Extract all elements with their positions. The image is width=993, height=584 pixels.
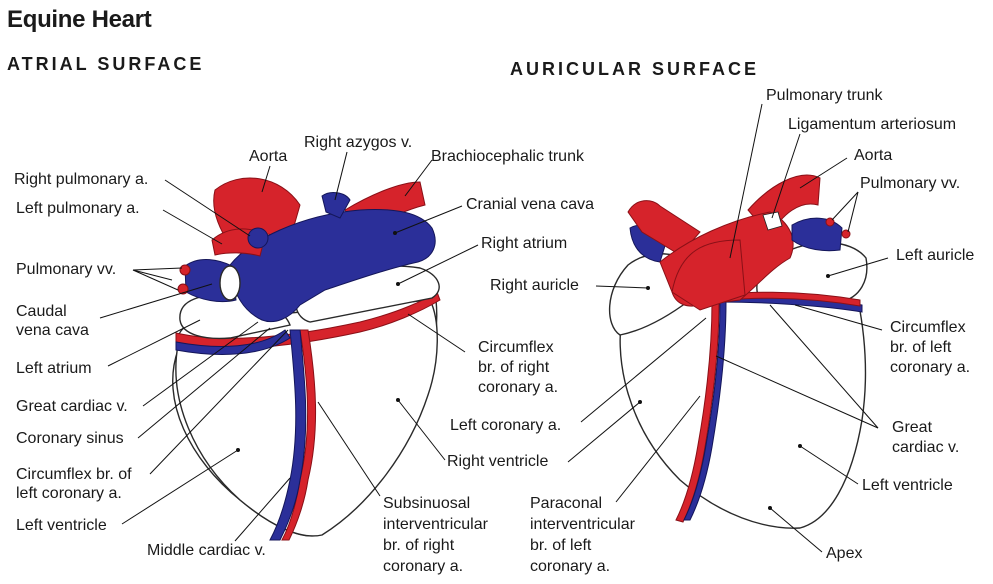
auricular-pv-opening-2 — [841, 229, 851, 239]
label-right-azygos: Right azygos v. — [304, 134, 413, 151]
atrial-leader-lines — [99, 151, 479, 542]
cranial-vena-cava — [229, 209, 436, 323]
label-left-ventricle-atrial: Left ventricle — [16, 517, 107, 534]
label-circumflex-left-auricular-3: coronary a. — [890, 359, 971, 376]
paraconal-vein — [683, 301, 727, 521]
label-aorta-atrial: Aorta — [249, 148, 288, 165]
label-apex: Apex — [826, 545, 863, 562]
right-pulmonary-artery-lumen — [247, 227, 269, 249]
label-left-auricle: Left auricle — [896, 247, 975, 264]
label-paraconal-3: br. of left — [530, 537, 592, 554]
caudal-vena-cava-opening — [219, 265, 241, 301]
label-subsinuosal-2: interventricular — [383, 516, 488, 533]
label-right-atrium: Right atrium — [481, 235, 568, 252]
atrial-coronary-groove-vein — [175, 329, 291, 355]
label-left-ventricle-auricular: Left ventricle — [862, 477, 953, 494]
right-azygos-vein — [321, 192, 351, 219]
label-circumflex-left-1: Circumflex br. of — [16, 466, 132, 483]
label-circumflex-left-auricular-1: Circumflex — [890, 319, 966, 336]
label-paraconal-4: coronary a. — [530, 558, 611, 575]
label-ligamentum-arteriosum: Ligamentum arteriosum — [788, 116, 957, 133]
pulmonary-vein-opening-1 — [179, 264, 191, 276]
auricular-surface-heading: AURICULAR SURFACE — [510, 59, 759, 79]
label-circumflex-left-auricular-2: br. of left — [890, 339, 952, 356]
auricular-leader-lines — [567, 103, 889, 553]
label-cranial-vena-cava: Cranial vena cava — [466, 196, 595, 213]
label-coronary-sinus: Coronary sinus — [16, 430, 124, 447]
label-caudal-vena-cava-1: Caudal — [16, 303, 67, 320]
label-right-ventricle: Right ventricle — [447, 453, 549, 470]
atrial-surface-heading: ATRIAL SURFACE — [7, 54, 205, 74]
label-left-coronary-a: Left coronary a. — [450, 417, 562, 434]
label-pulmonary-vv-atrial: Pulmonary vv. — [16, 261, 117, 278]
label-caudal-vena-cava-2: vena cava — [16, 322, 89, 339]
label-circumflex-right-2: br. of right — [478, 359, 550, 376]
label-left-pulmonary-a: Left pulmonary a. — [16, 200, 140, 217]
page-title: Equine Heart — [7, 6, 152, 33]
auricular-ventricle-body — [619, 294, 867, 529]
label-pulmonary-trunk: Pulmonary trunk — [766, 87, 883, 104]
label-circumflex-left-2: left coronary a. — [16, 485, 122, 502]
label-brachiocephalic-atrial: Brachiocephalic trunk — [431, 148, 584, 165]
label-great-cardiac-atrial: Great cardiac v. — [16, 398, 128, 415]
paraconal-artery — [675, 301, 720, 523]
label-subsinuosal-4: coronary a. — [383, 558, 464, 575]
auricular-surface-heart — [609, 174, 868, 529]
label-left-atrium: Left atrium — [16, 360, 92, 377]
label-subsinuosal-1: Subsinuosal — [383, 495, 471, 512]
label-pulmonary-vv-auricular: Pulmonary vv. — [860, 175, 961, 192]
label-circumflex-right-1: Circumflex — [478, 339, 554, 356]
ligamentum-arteriosum-mark — [762, 211, 783, 231]
label-right-auricle: Right auricle — [490, 277, 579, 294]
pulmonary-trunk-base — [671, 239, 746, 311]
middle-cardiac-vein — [269, 329, 307, 541]
label-middle-cardiac: Middle cardiac v. — [147, 542, 266, 559]
label-right-pulmonary-a: Right pulmonary a. — [14, 171, 149, 188]
label-great-cardiac-auricular-2: cardiac v. — [892, 439, 960, 456]
pulmonary-vein-opening-2 — [177, 283, 189, 295]
label-paraconal-2: interventricular — [530, 516, 635, 533]
label-subsinuosal-3: br. of right — [383, 537, 455, 554]
subsinuosal-artery — [281, 329, 317, 541]
atrial-surface-heart — [172, 177, 441, 541]
label-great-cardiac-auricular-1: Great — [892, 419, 933, 436]
label-circumflex-right-3: coronary a. — [478, 379, 559, 396]
label-paraconal-1: Paraconal — [530, 495, 603, 512]
label-aorta-auricular: Aorta — [854, 147, 893, 164]
